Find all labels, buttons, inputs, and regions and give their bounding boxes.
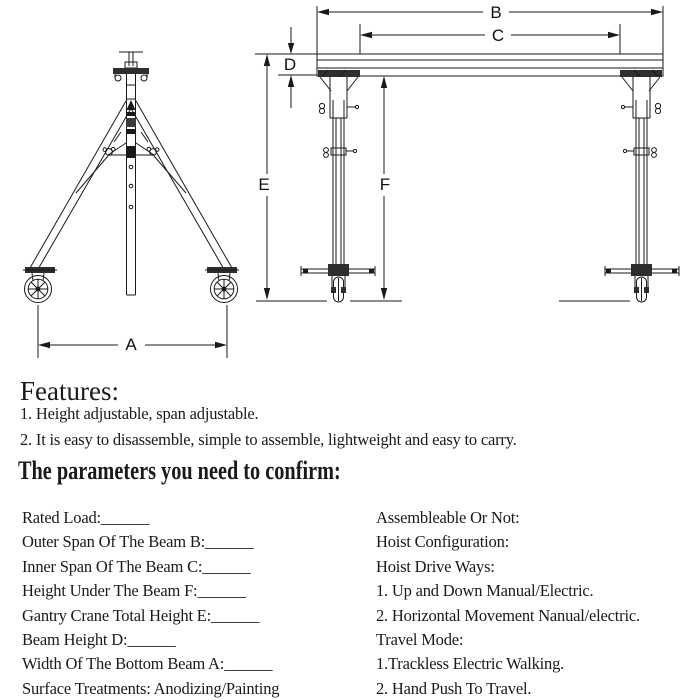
gantry-crane-technical-drawing: B C D E xyxy=(22,3,680,358)
feature-item-1: 1. Height adjustable, span adjustable. xyxy=(20,404,259,423)
dimension-f: F xyxy=(380,76,390,300)
parameter-row: Outer Span Of The Beam B:______ xyxy=(22,532,254,552)
parameter-row: Assembleable Or Not: xyxy=(376,508,520,527)
parameter-row: Inner Span Of The Beam C:______ xyxy=(22,556,251,576)
dim-label-e: E xyxy=(258,175,269,194)
parameter-row: Beam Height D:______ xyxy=(22,630,176,650)
features-heading: Features: xyxy=(20,376,119,406)
dimension-c: C xyxy=(359,24,621,54)
parameters-right-column: Assembleable Or Not: Hoist Configuration… xyxy=(376,506,640,700)
feature-item-2: 2. It is easy to disassemble, simple to … xyxy=(20,430,517,449)
dimension-e: E xyxy=(258,54,271,300)
dim-label-d: D xyxy=(284,55,296,74)
front-leg-left xyxy=(300,69,376,303)
dimension-b: B xyxy=(316,3,664,54)
dimension-a: A xyxy=(37,305,228,358)
parameter-row: 1. Up and Down Manual/Electric. xyxy=(376,581,594,601)
parameter-row: Rated Load:______ xyxy=(22,508,150,527)
parameters-heading: The parameters you need to confirm: xyxy=(18,456,341,485)
parameter-row: Gantry Crane Total Height E:______ xyxy=(22,605,260,625)
parameters-left-column: Rated Load:______ Outer Span Of The Beam… xyxy=(22,506,279,700)
side-wheel-left xyxy=(22,266,58,303)
dim-label-b: B xyxy=(490,3,501,22)
dimension-d: D xyxy=(255,27,317,108)
dim-label-a: A xyxy=(125,335,137,354)
parameter-row: Height Under The Beam F:______ xyxy=(22,581,246,601)
parameter-row: Hoist Configuration: xyxy=(376,532,510,552)
dim-label-f: F xyxy=(380,175,390,194)
parameter-row: 1.Trackless Electric Walking. xyxy=(376,654,565,674)
parameter-row: Travel Mode: xyxy=(376,630,464,650)
parameter-row: Width Of The Bottom Beam A:______ xyxy=(22,654,273,674)
parameter-row: 2. Horizontal Movement Nanual/electric. xyxy=(376,605,640,625)
front-leg-right xyxy=(604,69,680,303)
parameter-row: 2. Hand Push To Travel. xyxy=(376,678,532,698)
dim-label-c: C xyxy=(492,26,504,45)
parameter-row: Surface Treatments: Anodizing/Painting xyxy=(22,678,280,698)
side-wheel-right xyxy=(204,266,240,303)
parameter-row: Hoist Drive Ways: xyxy=(376,556,495,576)
side-view xyxy=(22,51,240,303)
front-view xyxy=(256,53,680,303)
